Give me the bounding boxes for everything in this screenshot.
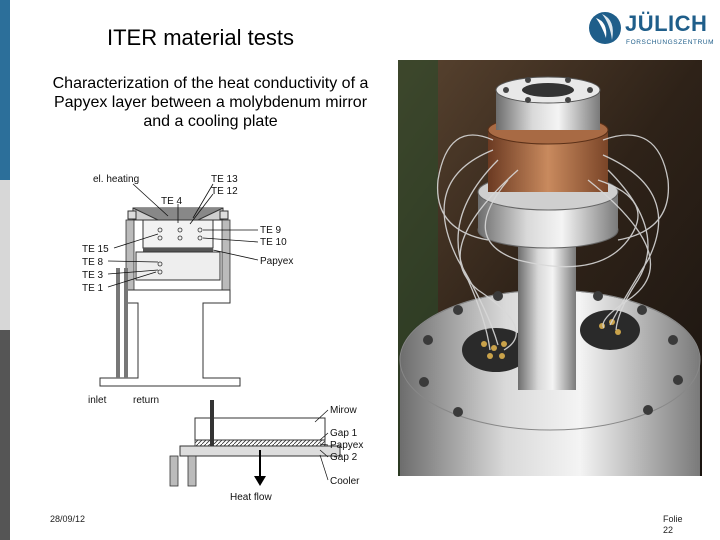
slide-subtitle: Characterization of the heat conductivit… [28,74,393,131]
label-leaders [107,183,259,288]
label-mirow: Mirow [330,405,357,416]
label-gap2: Gap 2 [330,452,358,463]
heat-flow-detail: Mirow Gap 1 Papyex Gap 2 Cooler Heat flo… [169,400,363,503]
label-te12: TE 12 [211,186,238,197]
left-clamp [127,210,137,220]
slide-title: ITER material tests [107,25,295,50]
label-te13: TE 13 [211,174,238,185]
thermocouple-wires [436,134,670,351]
papyex-gap-layer [194,439,326,447]
footer-date: 28/09/12 [50,514,86,524]
heat-flow-arrow-icon [254,476,266,486]
left-accent-bar-bottom [0,330,10,540]
juelich-logo: JÜLICH FORSCHUNGSZENTRUM [588,8,716,54]
thermocouple-schematic: el. heating TE 13 TE 12 TE 4 TE 9 TE 10 … [82,174,293,406]
logo-subtitle: FORSCHUNGSZENTRUM [626,39,715,46]
apparatus-illustration [398,60,702,476]
label-te4: TE 4 [161,196,183,207]
label-heat-flow: Heat flow [230,492,272,503]
subtitle-line-2: Papyex layer between a molybdenum mirror [53,94,368,111]
label-te1: TE 1 [82,283,104,294]
label-te9: TE 9 [260,225,282,236]
support-stem [99,289,241,387]
cooling-plate [135,251,221,281]
label-te15: TE 15 [82,244,109,255]
right-wall [221,219,231,291]
label-el-heating: el. heating [93,174,139,185]
label-te10: TE 10 [260,237,287,248]
subtitle-line-1: Characterization of the heat conductivit… [52,75,369,92]
label-papyex-bottom: Papyex [330,440,363,451]
logo-wordmark: JÜLICH [625,11,708,36]
apparatus-photo [398,60,702,476]
left-accent-bar-middle [0,180,10,330]
label-papyex: Papyex [260,256,293,267]
label-te8: TE 8 [82,257,104,268]
label-return: return [133,395,159,406]
label-gap1: Gap 1 [330,428,358,439]
right-clamp [219,210,229,220]
label-te3: TE 3 [82,270,104,281]
label-inlet: inlet [88,395,107,406]
papyex-layer [143,248,213,252]
juelich-logo-icon [589,12,621,44]
thermocouple-points [157,227,203,241]
subtitle-line-3: and a cooling plate [143,113,278,130]
folie-number: 22 [663,525,674,535]
label-cooler: Cooler [330,476,360,487]
mirror-plate [194,417,326,441]
left-accent-bar-top [0,0,10,180]
footer-slide-number: Folie 22 [663,514,683,536]
mirror-block [142,219,214,249]
folie-label: Folie [663,514,683,524]
